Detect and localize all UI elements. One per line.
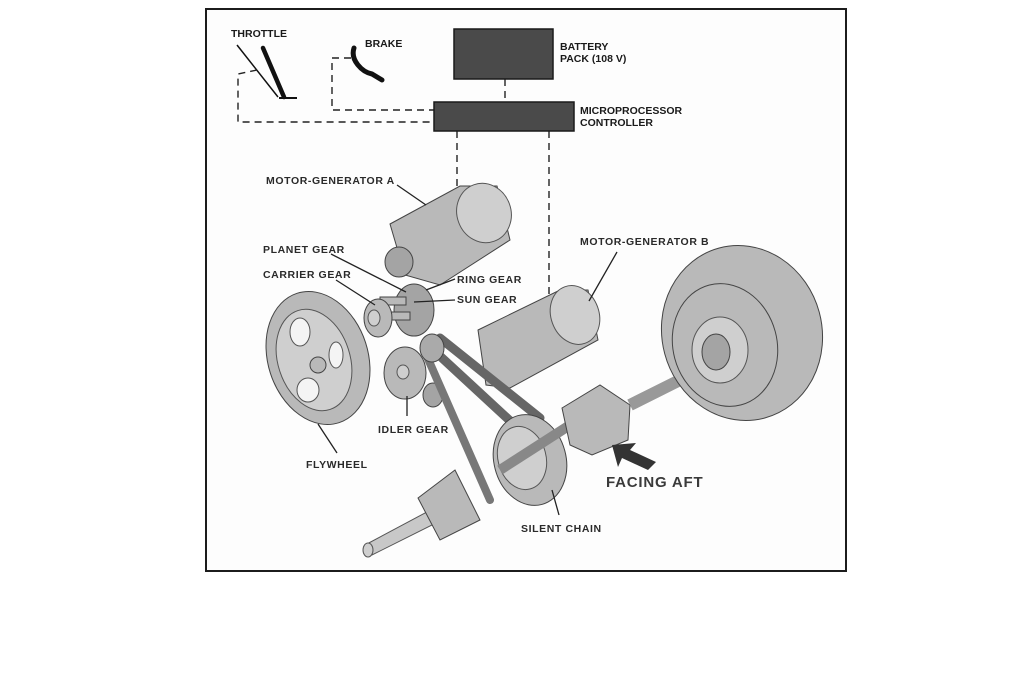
planetary-gear-set [363, 283, 435, 338]
battery-pack-box [453, 28, 554, 80]
planet-gear-label: PLANET GEAR [263, 244, 345, 256]
facing-aft-label: FACING AFT [606, 474, 703, 491]
throttle-pedal-icon [236, 44, 297, 100]
flywheel-label: FLYWHEEL [306, 459, 368, 471]
idler-gear-label: IDLER GEAR [378, 424, 449, 436]
facing-aft-arrow-icon [612, 443, 656, 470]
silent-chain [419, 333, 545, 504]
throttle-label: THROTTLE [231, 28, 287, 40]
controller-label-line2: CONTROLLER [580, 117, 653, 129]
silent-chain-label: SILENT CHAIN [521, 523, 602, 535]
controller-label-line1: MICROPROCESSOR [580, 105, 683, 117]
carrier-gear-label: CARRIER GEAR [263, 269, 351, 281]
flywheel [265, 291, 371, 425]
motor-generator-b-label: MOTOR-GENERATOR B [580, 236, 709, 248]
sun-gear-label: SUN GEAR [457, 294, 517, 306]
motor-generator-a [384, 182, 512, 286]
motor-generator-a-label: MOTOR-GENERATOR A [266, 175, 395, 187]
ring-gear-label: RING GEAR [457, 274, 522, 286]
wheel [660, 245, 824, 421]
microprocessor-controller-box [433, 101, 575, 132]
brake-label: BRAKE [365, 38, 402, 50]
brake-signal-line [331, 57, 434, 111]
battery-label-line1: BATTERY [560, 41, 608, 53]
brake-pedal-icon [350, 45, 385, 83]
drive-sprocket [492, 414, 568, 506]
battery-label-line2: PACK (108 V) [560, 53, 626, 65]
throttle-signal-line [237, 69, 434, 123]
motor-generator-b [477, 285, 601, 389]
